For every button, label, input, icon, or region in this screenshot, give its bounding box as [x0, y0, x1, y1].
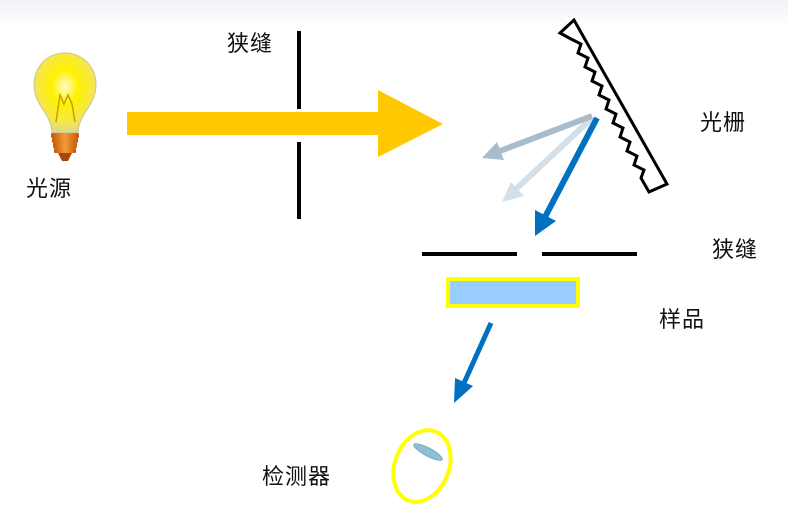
transmitted-beam: [461, 321, 494, 385]
exit-slit: [422, 252, 637, 256]
lightbulb-icon: [33, 52, 97, 161]
detector-label: 检测器: [262, 465, 332, 490]
entrance-slit-label: 狭缝: [227, 32, 274, 57]
incident-beam-arrow: [127, 90, 443, 157]
detector-ring: [391, 428, 453, 504]
dispersed-beams: [482, 113, 595, 202]
entrance-slit-upper-blade: [297, 31, 301, 109]
dispersed-beam-upper-head: [482, 142, 504, 160]
grating-label: 光栅: [700, 111, 747, 136]
entrance-slit: [297, 31, 301, 219]
entrance-slit-lower-blade: [297, 142, 301, 219]
monochromatic-beam-head: [535, 210, 556, 236]
transmitted-beam-head: [454, 378, 473, 403]
sample-cuvette: [446, 277, 580, 308]
light-source-label: 光源: [26, 177, 73, 202]
sample-label: 样品: [659, 308, 706, 333]
exit-slit-right-blade: [542, 252, 637, 256]
diffraction-grating-icon: [557, 17, 670, 194]
dispersed-beam-lower: [512, 115, 595, 193]
exit-slit-left-blade: [422, 252, 517, 256]
detector-lens-icon: [391, 428, 453, 504]
detector-lens: [413, 443, 443, 461]
exit-slit-label: 狭缝: [712, 238, 759, 263]
dispersed-beam-lower-head: [502, 182, 524, 202]
dispersed-beam-upper: [498, 113, 594, 154]
monochromatic-beam: [542, 116, 600, 219]
